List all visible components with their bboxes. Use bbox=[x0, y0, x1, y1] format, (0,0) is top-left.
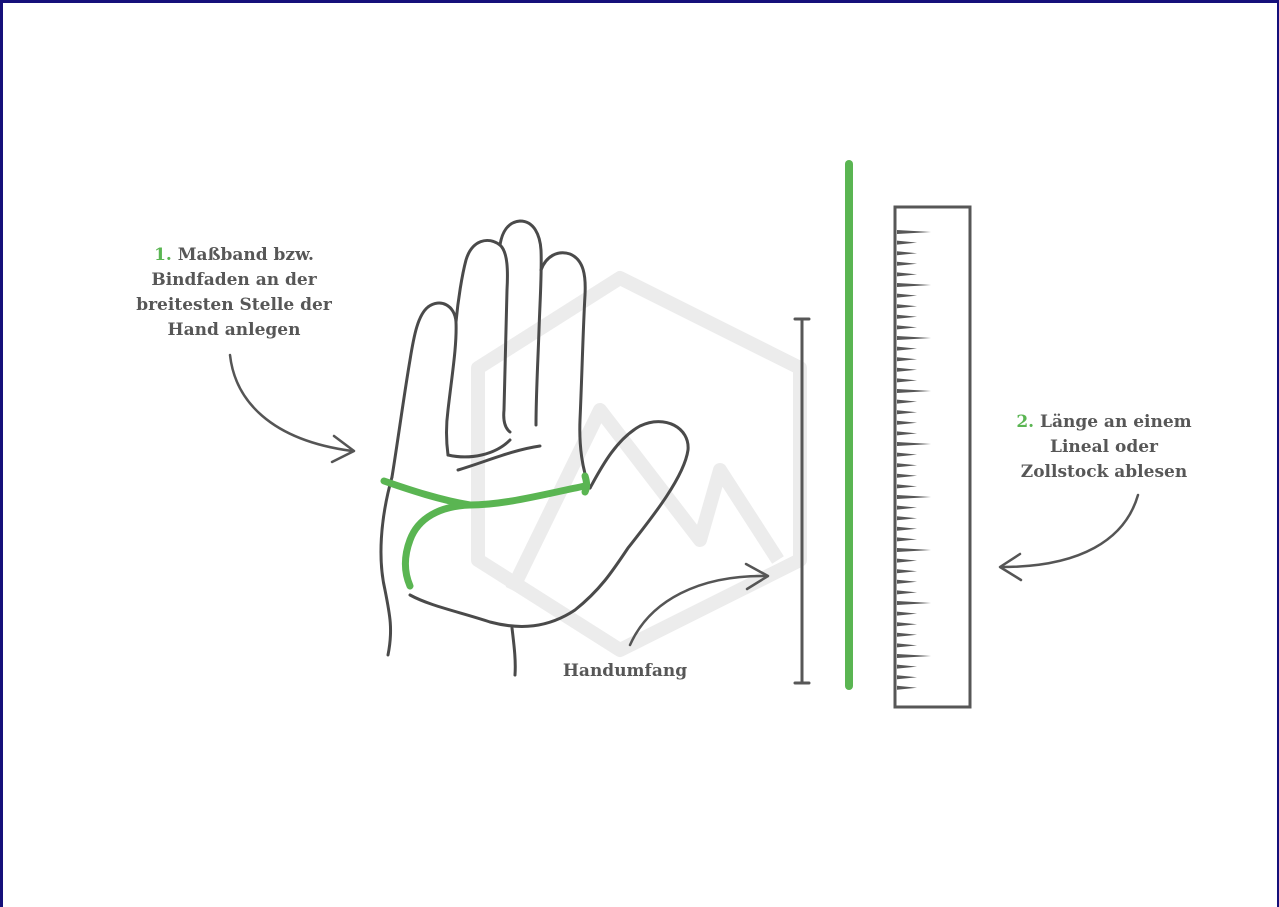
watermark-logo-icon bbox=[478, 278, 800, 650]
step2-number: 2. bbox=[1016, 412, 1034, 432]
step1-instruction: 1. Maßband bzw. Bindfaden an der breites… bbox=[128, 243, 340, 343]
step1-number: 1. bbox=[154, 245, 172, 265]
arrow-step1-icon bbox=[230, 355, 354, 462]
arrow-step2-icon bbox=[1000, 495, 1138, 580]
step2-line: Zollstock ablesen bbox=[1021, 462, 1187, 482]
handumfang-label: Handumfang bbox=[540, 659, 710, 684]
step1-line: breitesten Stelle der bbox=[136, 295, 332, 315]
step1-line: Bindfaden an der bbox=[151, 270, 316, 290]
step1-line: Maßband bzw. bbox=[178, 245, 314, 265]
step2-line: Lineal oder bbox=[1050, 437, 1158, 457]
ruler-icon bbox=[895, 207, 970, 707]
step2-line: Länge an einem bbox=[1040, 412, 1192, 432]
step2-instruction: 2. Länge an einem Lineal oder Zollstock … bbox=[1002, 410, 1206, 485]
step1-line: Hand anlegen bbox=[168, 320, 301, 340]
